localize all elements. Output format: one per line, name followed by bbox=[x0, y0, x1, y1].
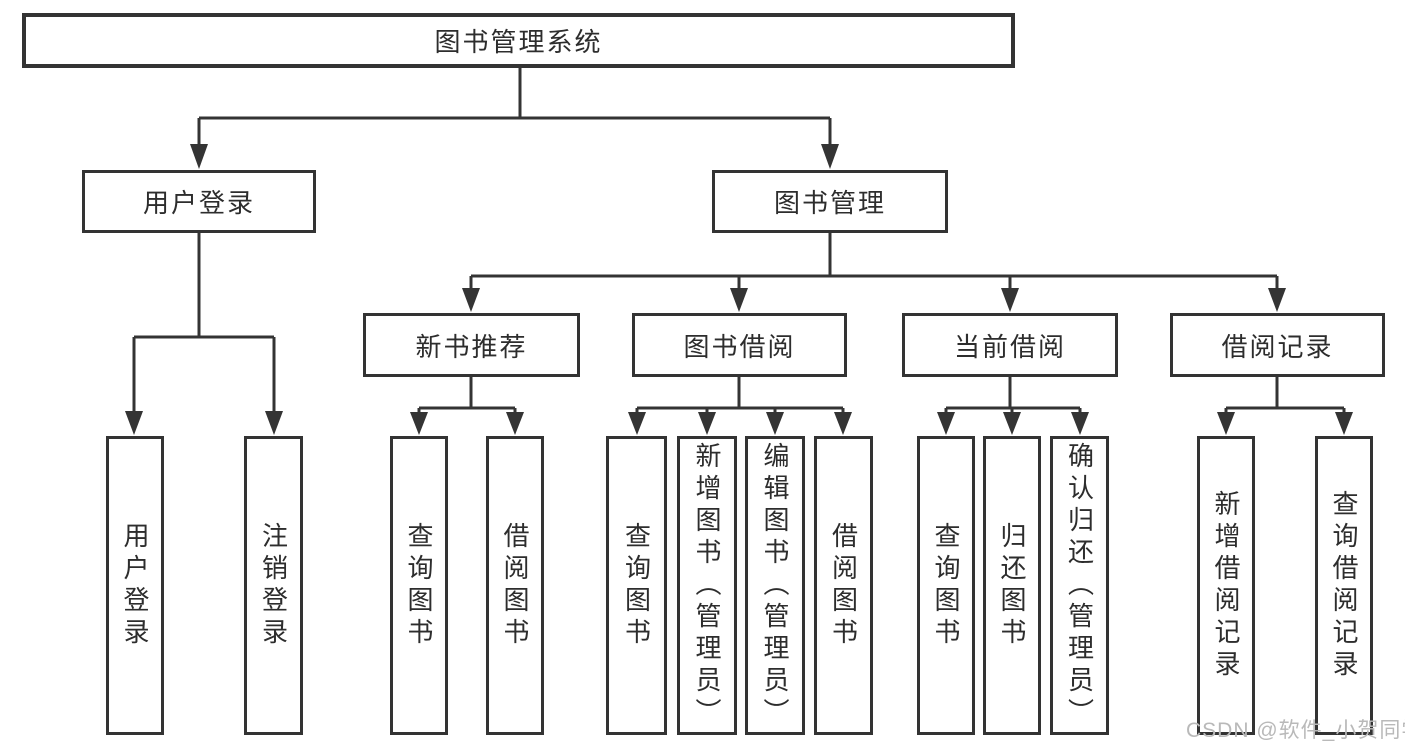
arrowheads bbox=[125, 144, 1353, 435]
node-label: 注销登录 bbox=[258, 521, 289, 650]
node-label: 借阅记录 bbox=[1221, 331, 1334, 362]
node-label: 借阅图书 bbox=[828, 521, 859, 650]
leaf-edit-books-admin: 编辑图书（管理员） bbox=[745, 436, 805, 735]
node-label: 查询借阅记录 bbox=[1329, 489, 1359, 682]
node-label: 当前借阅 bbox=[953, 331, 1066, 362]
node-root-library-system: 图书管理系统 bbox=[22, 13, 1015, 68]
node-label: 图书管理 bbox=[773, 188, 886, 218]
leaf-query-books-borrow: 查询图书 bbox=[606, 436, 667, 735]
node-label: 用户登录 bbox=[142, 188, 255, 218]
leaf-return-books: 归还图书 bbox=[983, 436, 1041, 735]
node-label: 图书管理系统 bbox=[434, 27, 603, 57]
node-label: 图书借阅 bbox=[683, 331, 796, 362]
leaf-confirm-return-admin: 确认归还（管理员） bbox=[1050, 436, 1109, 735]
leaf-query-books-current: 查询图书 bbox=[917, 436, 975, 735]
node-label: 确认归还（管理员） bbox=[1064, 441, 1095, 730]
node-label: 查询图书 bbox=[404, 521, 434, 650]
node-label: 借阅图书 bbox=[500, 521, 530, 650]
leaf-query-borrow-record: 查询借阅记录 bbox=[1315, 436, 1373, 735]
csdn-watermark: CSDN @软件_小贺同学 bbox=[1186, 719, 1405, 742]
leaf-query-books-recommend: 查询图书 bbox=[390, 436, 448, 735]
leaf-add-books-admin: 新增图书（管理员） bbox=[677, 436, 737, 735]
node-borrow-records: 借阅记录 bbox=[1170, 313, 1385, 377]
leaf-borrow-books-recommend: 借阅图书 bbox=[486, 436, 544, 735]
node-label: 查询图书 bbox=[931, 521, 961, 650]
node-book-management: 图书管理 bbox=[712, 170, 948, 233]
node-label: 新增图书（管理员） bbox=[692, 441, 722, 730]
node-label: 用户登录 bbox=[120, 521, 150, 650]
leaf-add-borrow-record: 新增借阅记录 bbox=[1197, 436, 1255, 735]
node-user-login: 用户登录 bbox=[82, 170, 316, 233]
node-label: 新书推荐 bbox=[415, 331, 528, 362]
node-new-book-recommend: 新书推荐 bbox=[363, 313, 580, 377]
leaf-borrow-books: 借阅图书 bbox=[814, 436, 873, 735]
leaf-user-login: 用户登录 bbox=[106, 436, 164, 735]
node-current-borrow: 当前借阅 bbox=[902, 313, 1118, 377]
node-label: 新增借阅记录 bbox=[1211, 489, 1241, 682]
node-label: 查询图书 bbox=[621, 521, 652, 650]
node-book-borrow: 图书借阅 bbox=[632, 313, 847, 377]
leaf-logout: 注销登录 bbox=[244, 436, 303, 735]
node-label: 编辑图书（管理员） bbox=[760, 441, 790, 730]
node-label: 归还图书 bbox=[997, 521, 1027, 650]
